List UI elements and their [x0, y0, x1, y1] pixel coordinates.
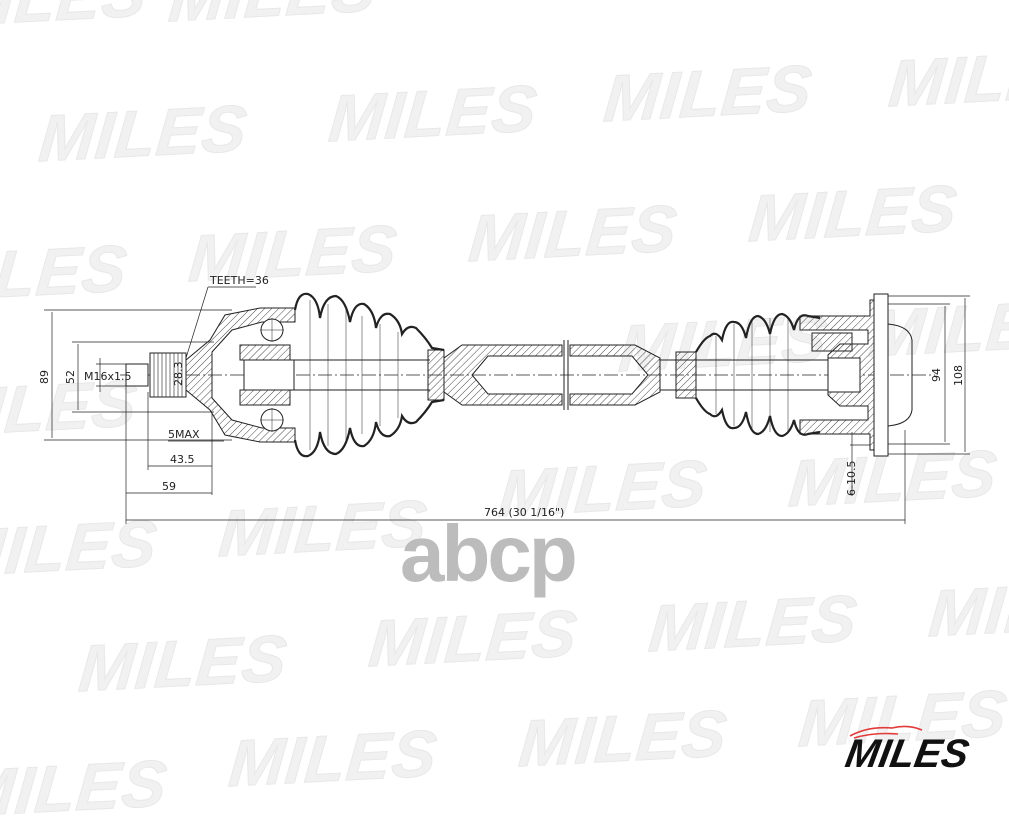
abcp-watermark: abcp: [400, 509, 578, 598]
teeth-label: TEETH=36: [209, 274, 269, 287]
stub-length-label: 59: [162, 480, 176, 493]
inner-height-label: 52: [64, 370, 77, 384]
spline-diameter-label: 28.3: [172, 362, 185, 387]
spline-length-label: 43.5: [170, 453, 195, 466]
flange-inner-label: 94: [930, 368, 943, 382]
outer-height-label: 89: [38, 370, 51, 384]
logo-swoosh-icon: [849, 725, 923, 739]
thread-label: M16x1.5: [84, 370, 132, 383]
bolt-holes-label: 6-10.5: [845, 461, 858, 496]
flange-outer-label: 108: [952, 365, 965, 386]
drive-shaft-drawing: TEETH=36 M16x1.5 28.3 89 52 5MAX 43.5 59…: [38, 274, 970, 524]
max-offset-label: 5MAX: [168, 428, 200, 441]
total-length-label: 764 (30 1/16"): [484, 506, 564, 519]
brand-logo: MILES: [842, 732, 973, 776]
